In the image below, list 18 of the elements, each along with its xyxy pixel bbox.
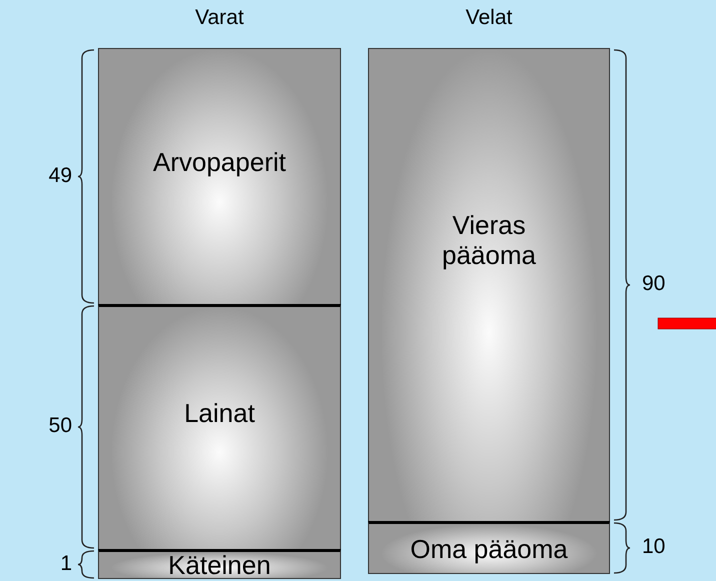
segment-label: Lainat (184, 398, 255, 428)
segment-label: Käteinen (168, 550, 271, 580)
column-heading: Velat (466, 6, 512, 30)
balance-segment (98, 48, 341, 304)
balance-segment (368, 521, 610, 574)
balance-segment (98, 304, 341, 549)
segment-label: Vieras pääoma (441, 210, 537, 270)
segment-label: Oma pääoma (410, 534, 568, 564)
value-label: 49 (48, 164, 72, 188)
balance-segment (368, 48, 610, 521)
value-label: 50 (48, 414, 72, 438)
value-label: 10 (642, 535, 666, 559)
balance-column (368, 6, 610, 574)
value-label: 1 (60, 552, 72, 576)
column-heading: Varat (195, 6, 244, 30)
balance-segment (98, 549, 341, 579)
segment-label: Arvopaperit (153, 146, 286, 176)
value-label: 90 (642, 272, 666, 296)
